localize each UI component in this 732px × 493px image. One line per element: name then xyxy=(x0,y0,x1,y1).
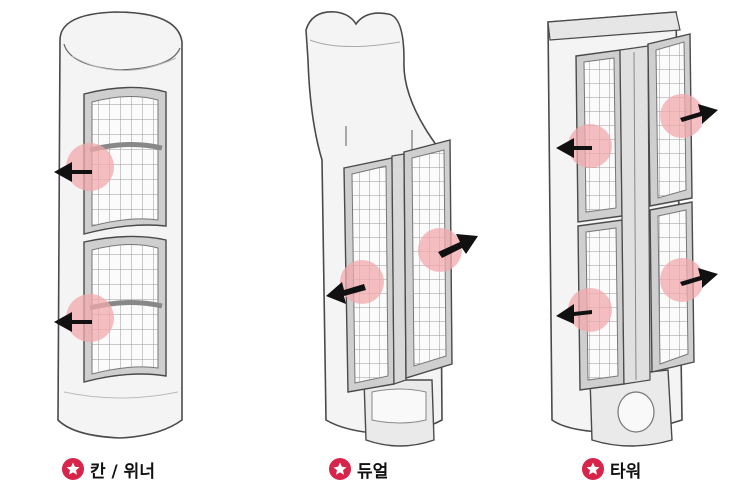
unit-1-lower-filter[interactable] xyxy=(83,235,167,383)
unit-3-highlight-2 xyxy=(660,94,704,138)
unit-2-right-highlight xyxy=(418,228,462,272)
unit-1-lower-highlight xyxy=(66,294,114,342)
left-arrow-icon xyxy=(556,304,592,324)
unit-2-left-highlight xyxy=(340,260,384,304)
caption-label: 타워 xyxy=(610,461,642,482)
unit-3-highlight-4 xyxy=(660,258,704,302)
right-arrow-icon xyxy=(438,234,478,258)
unit-3-highlight-3 xyxy=(568,288,612,332)
unit-dual xyxy=(305,11,478,447)
left-arrow-icon xyxy=(326,282,366,304)
caption-tower: 타워 xyxy=(582,456,641,482)
caption-label: 듀얼 xyxy=(357,461,389,482)
left-arrow-icon xyxy=(556,138,592,158)
left-arrow-icon xyxy=(54,312,92,332)
right-arrow-icon xyxy=(680,268,718,288)
unit-1-upper-highlight xyxy=(66,143,114,191)
star-badge-icon xyxy=(582,458,604,480)
left-arrow-icon xyxy=(54,162,92,182)
caption-dual: 듀얼 xyxy=(329,456,388,482)
right-arrow-icon xyxy=(680,104,718,124)
star-badge-icon xyxy=(62,458,84,480)
caption-label: 칸 / 위너 xyxy=(90,461,155,482)
star-badge-icon xyxy=(329,458,351,480)
unit-kan-winner xyxy=(54,11,183,439)
unit-1-upper-filter[interactable] xyxy=(83,86,167,235)
unit-tower xyxy=(547,11,718,447)
caption-kan-winner: 칸 / 위너 xyxy=(62,456,155,482)
